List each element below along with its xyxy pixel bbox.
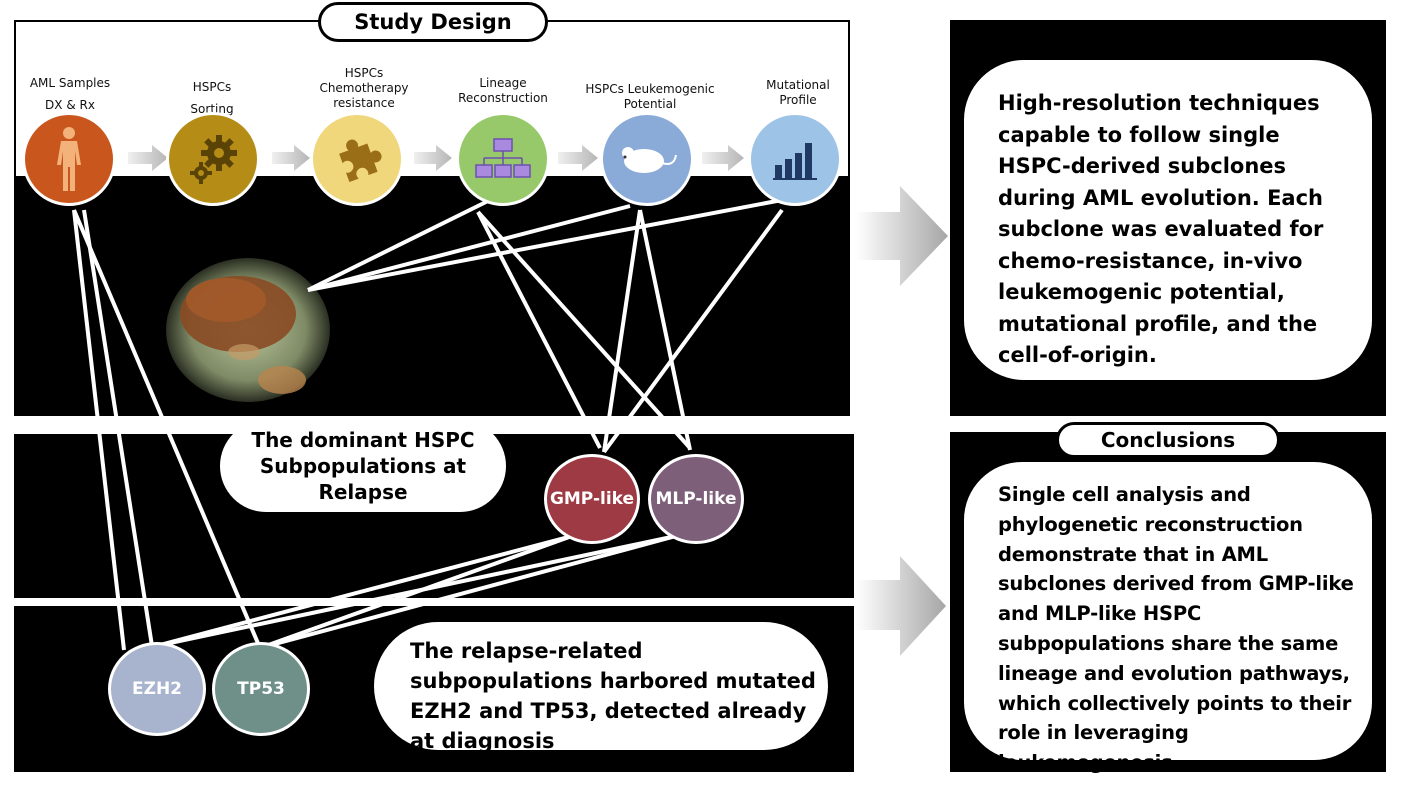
hspcs-sorting-circle xyxy=(166,112,260,206)
step-label-chemo-resistance: HSPCs Chemotherapy resistance xyxy=(319,66,409,110)
big-arrow-bottom xyxy=(856,556,946,656)
workflow-arrow-2 xyxy=(272,145,310,171)
workflow-arrow-4 xyxy=(558,145,598,171)
leukemogenic-circle xyxy=(600,112,694,206)
mlp-like-label: MLP-like xyxy=(655,489,737,509)
step-label-lineage: Lineage Reconstruction xyxy=(458,76,548,105)
mutational-circle xyxy=(748,112,842,206)
mouse-icon xyxy=(622,147,677,173)
study-design-title: Study Design xyxy=(318,2,548,42)
conclusions-title: Conclusions xyxy=(1056,422,1280,458)
aml-samples-circle xyxy=(22,112,116,206)
ezh2-label: EZH2 xyxy=(132,679,182,699)
workflow-arrow-5 xyxy=(702,145,744,171)
conclusions-text: Single cell analysis and phylogenetic re… xyxy=(964,462,1372,774)
bar-chart-icon xyxy=(773,143,817,180)
step-label-mutational: Mutational Profile xyxy=(766,78,830,107)
connection-lines xyxy=(72,198,784,651)
tp53-circle: TP53 xyxy=(212,642,310,736)
cell-colony-image xyxy=(166,258,330,402)
study-design-panel xyxy=(14,20,850,416)
ezh2-circle: EZH2 xyxy=(108,642,206,736)
gmp-like-circle: GMP-like xyxy=(544,454,640,544)
dominant-subpopulations-text: The dominant HSPC Subpopulations at Rela… xyxy=(220,420,506,512)
tp53-label: TP53 xyxy=(237,679,285,699)
human-figure-icon xyxy=(57,127,81,191)
gmp-like-label: GMP-like xyxy=(549,489,635,509)
step-label-aml-samples: AML Samples DX & Rx xyxy=(29,76,111,112)
step-label-leukemogenic: HSPCs Leukemogenic Potential xyxy=(585,82,715,111)
workflow-arrow-3 xyxy=(414,145,452,171)
lineage-circle xyxy=(456,112,550,206)
big-arrow-top xyxy=(856,186,948,286)
mlp-like-circle: MLP-like xyxy=(648,454,744,544)
workflow-arrow-1 xyxy=(128,145,168,171)
chemo-resistance-circle xyxy=(310,112,404,206)
relapse-text: The relapse-related subpopulations harbo… xyxy=(374,622,828,753)
workflow-arrows xyxy=(128,145,744,171)
high-resolution-text: High-resolution techniques capable to fo… xyxy=(964,60,1372,380)
gears-icon xyxy=(190,135,237,184)
puzzle-icon xyxy=(339,139,382,182)
hierarchy-icon xyxy=(475,138,531,178)
